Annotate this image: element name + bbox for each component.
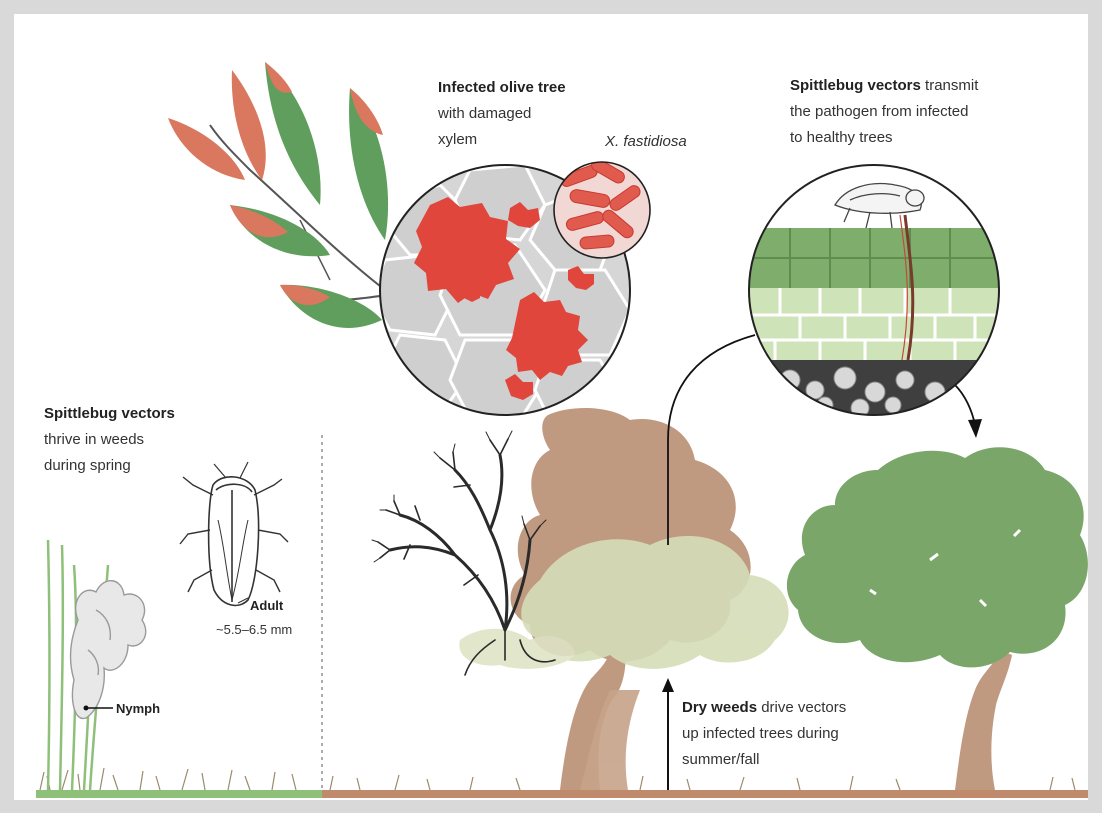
weeds-title: Spittlebug vectors — [44, 405, 175, 422]
infected-line-2: with damaged — [437, 105, 531, 122]
transmit-rest: transmit — [921, 77, 979, 94]
nymph-label: Nymph — [116, 701, 160, 716]
adult-label: Adult — [250, 598, 284, 613]
dry-bold: Dry weeds — [682, 699, 757, 716]
transmit-line-1: Spittlebug vectors transmit — [790, 77, 979, 94]
infected-line-3: xylem — [438, 131, 477, 148]
transmit-line-3: to healthy trees — [790, 129, 893, 146]
grass-ground — [36, 790, 322, 798]
dry-line-2: up infected trees during — [682, 725, 839, 742]
dry-line-3: summer/fall — [682, 751, 760, 768]
dry-rest: drive vectors — [757, 699, 846, 716]
weeds-line-3: during spring — [44, 457, 131, 474]
bacterium-label: X. fastidiosa — [604, 133, 687, 150]
infected-title: Infected olive tree — [438, 79, 566, 96]
nymph-pointer-dot — [84, 706, 89, 711]
dry-line-1: Dry weeds drive vectors — [682, 699, 846, 716]
transmit-line-2: the pathogen from infected — [790, 103, 968, 120]
weeds-line-2: thrive in weeds — [44, 431, 144, 448]
adult-size-label: ~5.5–6.5 mm — [216, 622, 292, 637]
soil-ground — [322, 790, 1088, 798]
transmit-bold: Spittlebug vectors — [790, 77, 921, 94]
